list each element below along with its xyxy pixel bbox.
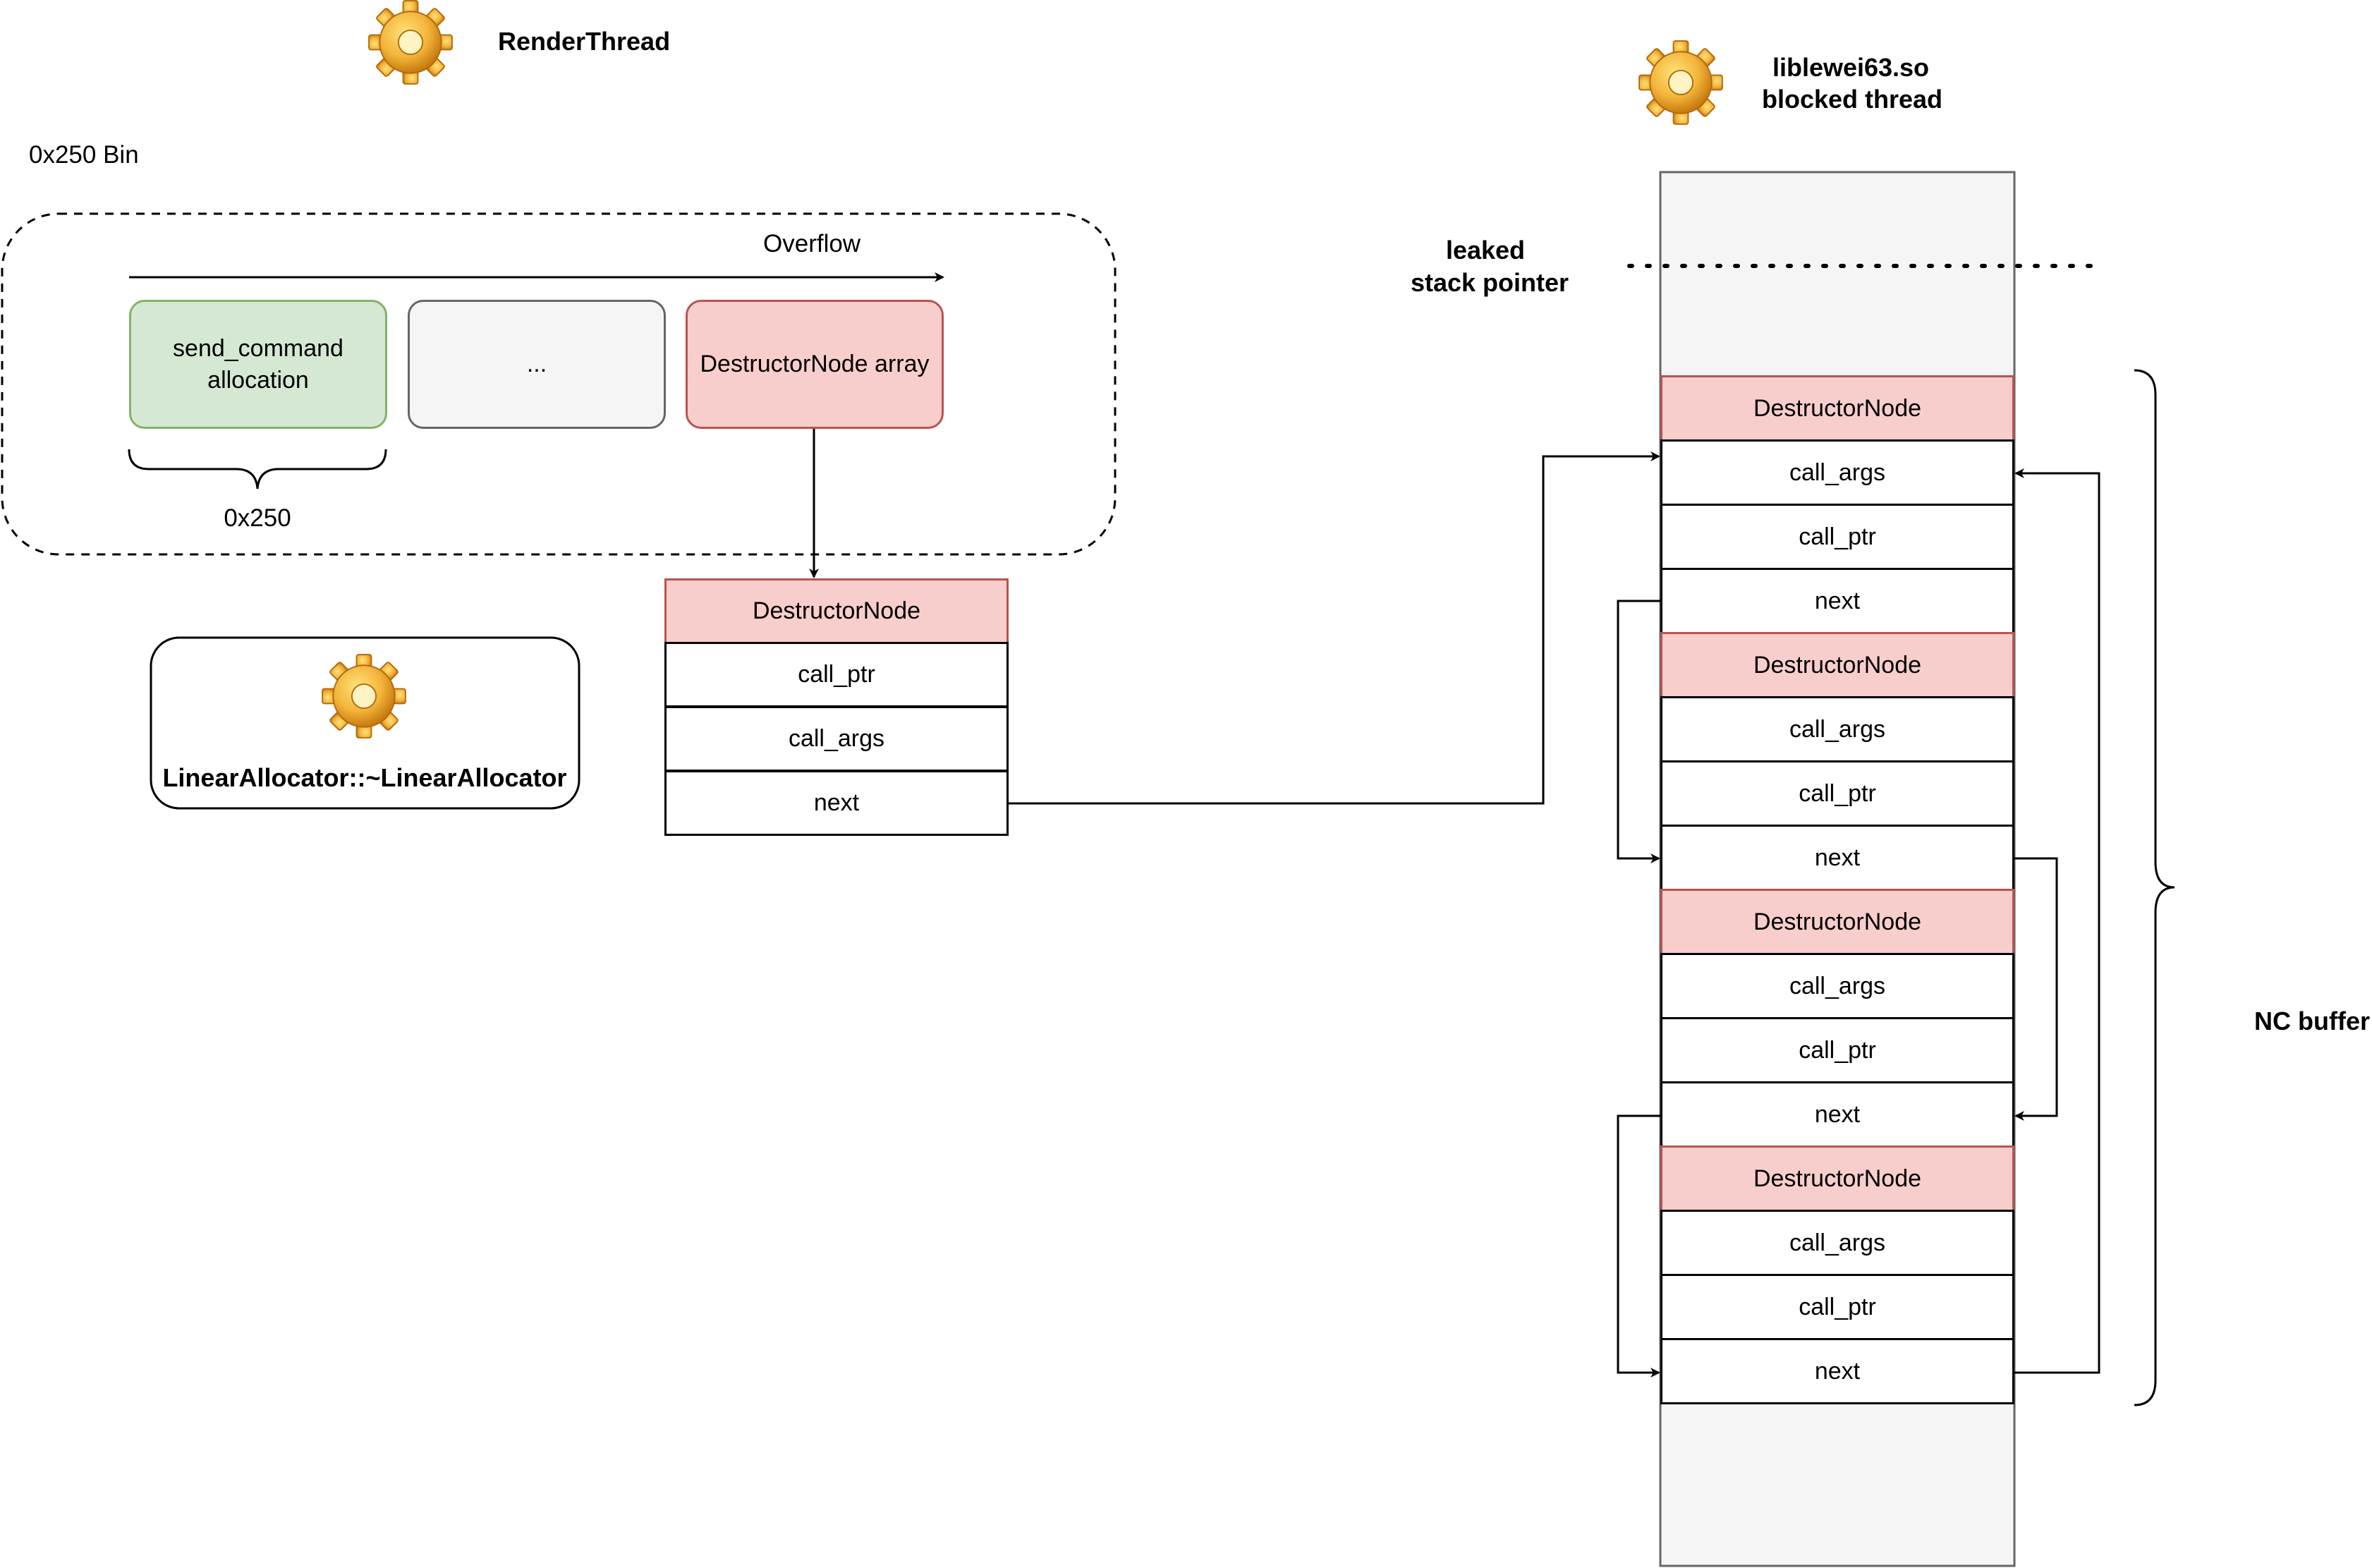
next-to-buffer-arrow: [1008, 451, 1660, 805]
nc-buffer-brace: [2134, 369, 2175, 1406]
local-node-next: next: [664, 770, 1009, 836]
leaked-label-line1: leaked: [1445, 236, 1526, 265]
local-node-header: DestructorNode: [664, 578, 1009, 644]
size-brace: [128, 449, 387, 490]
nc-node-next: next: [1660, 1338, 2014, 1404]
render-thread-gear-icon: [368, 0, 453, 85]
nc-node-call-args: call_args: [1660, 439, 2014, 506]
render-thread-title: RenderThread: [498, 27, 671, 56]
loop-back-arrow: [2014, 468, 2100, 1374]
chain-arrow-3: [1617, 1114, 1660, 1378]
blocked-thread-gear-icon: [1638, 40, 1723, 125]
nc-node-next: next: [1660, 825, 2014, 891]
local-node-call-ptr: call_ptr: [664, 642, 1009, 707]
nc-node-header: DestructorNode: [1660, 375, 2014, 442]
nc-node-call-args: call_args: [1660, 953, 2014, 1019]
allocator-label: LinearAllocator::~LinearAllocator: [162, 763, 567, 792]
nc-node-call-args: call_args: [1660, 696, 2014, 762]
leaked-label-line2: stack pointer: [1410, 268, 1569, 297]
send-command-allocation-block: send_command allocation: [129, 300, 387, 429]
nc-node-header: DestructorNode: [1660, 889, 2014, 955]
nc-buffer-label: NC buffer: [2254, 1007, 2370, 1035]
nc-node-next: next: [1660, 568, 2014, 634]
nc-node-call-ptr: call_ptr: [1660, 1017, 2014, 1083]
chain-arrow-1: [1617, 600, 1660, 863]
size-label: 0x250: [224, 504, 291, 532]
allocator-gear-icon: [322, 654, 406, 739]
bin-container: [1, 212, 1117, 556]
nc-node-call-ptr: call_ptr: [1660, 1274, 2014, 1340]
destructor-node-array-block: DestructorNode array: [686, 300, 944, 429]
ellipsis-block: ...: [408, 300, 666, 429]
nc-node-header: DestructorNode: [1660, 1145, 2014, 1212]
chain-arrow-2: [2014, 857, 2058, 1121]
nc-node-call-ptr: call_ptr: [1660, 504, 2014, 570]
nc-node-call-ptr: call_ptr: [1660, 760, 2014, 827]
blocked-thread-title-line2: blocked thread: [1761, 85, 1943, 114]
bin-label: 0x250 Bin: [29, 141, 139, 169]
nc-node-next: next: [1660, 1081, 2014, 1148]
local-node-call-args: call_args: [664, 706, 1009, 772]
nc-node-call-args: call_args: [1660, 1210, 2014, 1276]
overflow-label: Overflow: [763, 230, 861, 257]
nc-node-header: DestructorNode: [1660, 632, 2014, 698]
blocked-thread-title-line1: liblewei63.so: [1772, 53, 1930, 82]
